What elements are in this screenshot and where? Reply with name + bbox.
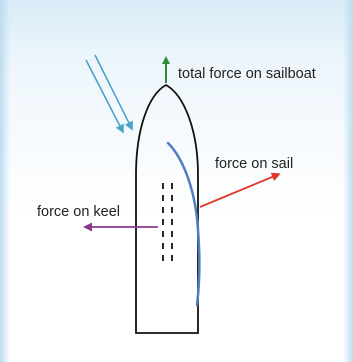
sail-force-arrow — [200, 175, 277, 207]
sail-force-label: force on sail — [215, 156, 293, 172]
hull-outline — [136, 85, 198, 333]
keel — [163, 183, 172, 262]
wind-arrow — [86, 55, 131, 130]
total-force-label: total force on sailboat — [178, 66, 316, 82]
keel-force-label: force on keel — [37, 204, 120, 220]
